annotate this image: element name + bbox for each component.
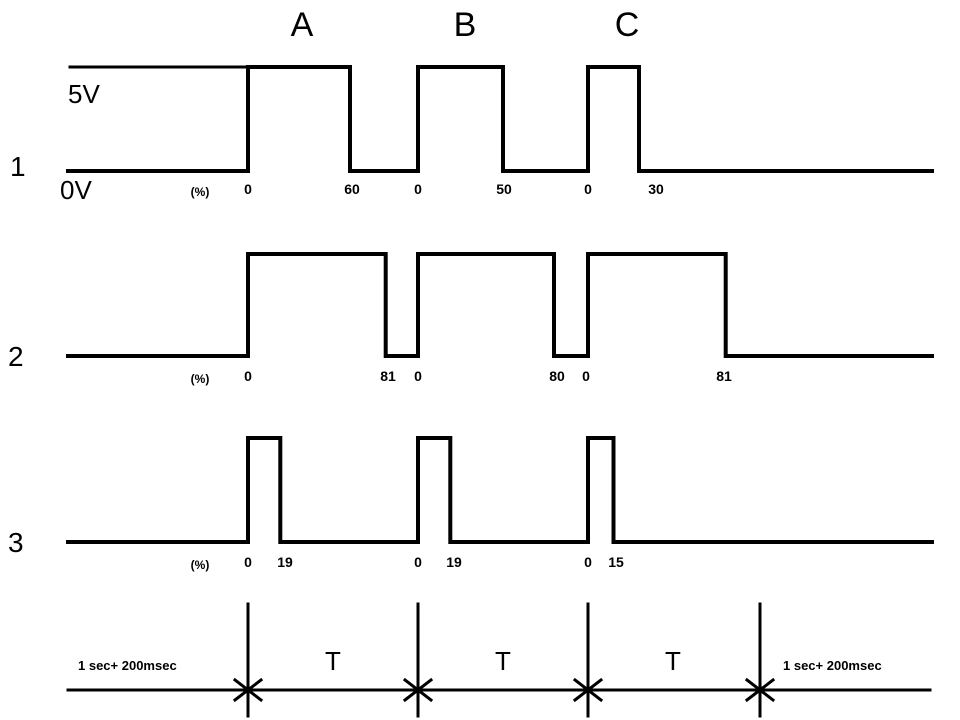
- voltage-label-high: 5V: [68, 79, 100, 109]
- mark-row-2-b-end: 80: [549, 368, 565, 384]
- mark-row-3-b-end: 19: [446, 554, 462, 570]
- mark-row-2-b-start: 0: [414, 368, 422, 384]
- voltage-label-low: 0V: [60, 175, 92, 205]
- mark-row-1-b-end: 50: [496, 181, 512, 197]
- timing-label-right: 1 sec+ 200msec: [783, 658, 882, 673]
- timeline-star-3-2: [572, 677, 604, 703]
- mark-row-2-a-start: 0: [244, 368, 252, 384]
- mark-row-3-b-start: 0: [414, 554, 422, 570]
- period-label-a: T: [325, 646, 341, 676]
- mark-row-2-c-start: 0: [582, 368, 590, 384]
- column-label-c: C: [615, 6, 640, 44]
- mark-row-1-c-start: 0: [584, 181, 592, 197]
- column-label-b: B: [454, 6, 477, 44]
- row-label-2: 2: [8, 341, 24, 372]
- timeline-star-4-2: [744, 677, 776, 703]
- row-label-3: 3: [8, 527, 24, 558]
- percent-unit-row-2: (%): [191, 372, 210, 386]
- column-label-a: A: [291, 6, 314, 44]
- mark-row-2-c-end: 81: [716, 368, 732, 384]
- percent-unit-row-1: (%): [191, 185, 210, 199]
- mark-row-1-a-start: 0: [244, 181, 252, 197]
- percent-unit-row-3: (%): [191, 558, 210, 572]
- mark-row-1-b-start: 0: [414, 181, 422, 197]
- timing-label-left: 1 sec+ 200msec: [78, 658, 177, 673]
- period-label-b: T: [495, 646, 511, 676]
- waveform-row-1: [66, 65, 934, 173]
- row-label-1: 1: [10, 151, 26, 182]
- timeline-star-2-2: [402, 677, 434, 703]
- mark-row-3-c-start: 0: [584, 554, 592, 570]
- timeline-ticks: [232, 602, 776, 718]
- waveform-row-3: [66, 436, 934, 544]
- waveform-row-2: [66, 252, 934, 358]
- mark-row-2-a-end: 81: [380, 368, 396, 384]
- mark-row-3-a-end: 19: [277, 554, 293, 570]
- mark-row-1-c-end: 30: [648, 181, 664, 197]
- period-label-c: T: [665, 646, 681, 676]
- mark-row-1-a-end: 60: [344, 181, 360, 197]
- timeline-star-1-2: [232, 677, 264, 703]
- mark-row-3-a-start: 0: [244, 554, 252, 570]
- mark-row-3-c-end: 15: [608, 554, 624, 570]
